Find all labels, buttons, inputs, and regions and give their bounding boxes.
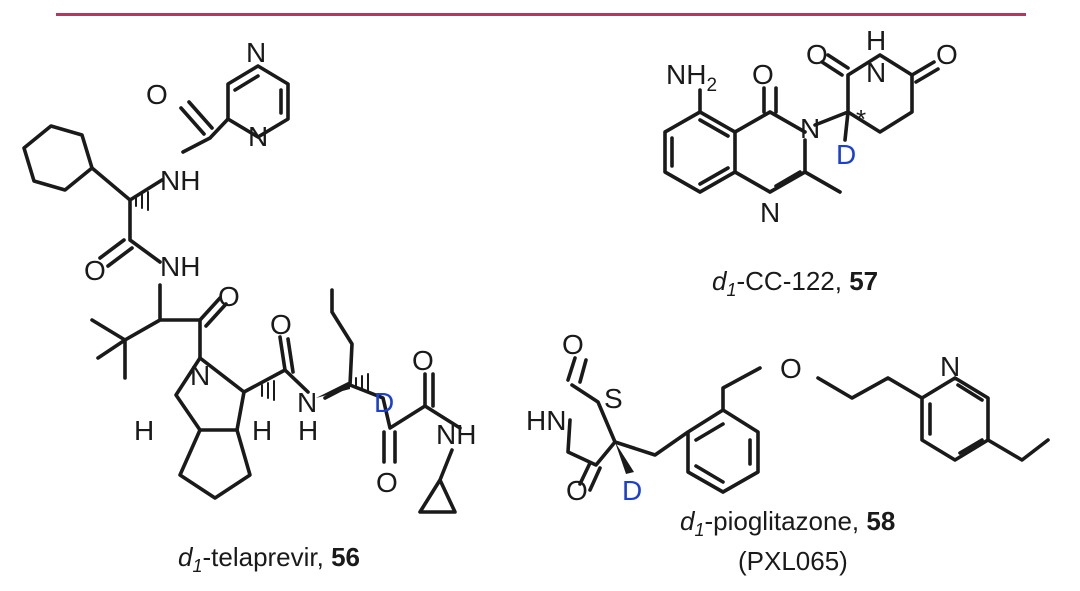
- label-subscript: 1: [694, 520, 704, 540]
- atom-o: O: [936, 39, 958, 70]
- structure-telaprevir: N N O NH O NH O N O N H H H D O O NH: [22, 37, 476, 514]
- compound-label-58: d1-pioglitazone, 58: [680, 506, 895, 540]
- label-subscript: 1: [192, 556, 202, 576]
- atom-hn: HN: [526, 405, 566, 436]
- label-number: 56: [331, 542, 360, 572]
- label-prefix: d: [178, 542, 194, 572]
- atom-d: D: [374, 387, 394, 418]
- compound-code-58: (PXL065): [738, 546, 848, 576]
- top-rule: [56, 13, 1026, 16]
- atom-o: O: [146, 79, 168, 110]
- atom-n: N: [940, 351, 960, 382]
- atom-d: D: [836, 139, 856, 170]
- label-name: -pioglitazone,: [704, 506, 866, 536]
- atom-o: O: [566, 475, 588, 506]
- atom-n: N: [248, 121, 268, 152]
- atom-nh: NH: [160, 251, 200, 282]
- atom-o: O: [562, 329, 584, 360]
- label-prefix: d: [712, 266, 728, 296]
- atom-n: N: [190, 360, 210, 391]
- atom-o: O: [806, 39, 828, 70]
- label-name: -CC-122,: [736, 266, 849, 296]
- atom-n: N: [760, 197, 780, 228]
- stereocenter-marker: *: [856, 104, 866, 134]
- atom-o: O: [84, 255, 106, 286]
- structure-pioglitazone: O HN S O D O N: [526, 329, 1050, 506]
- atom-d: D: [622, 475, 642, 506]
- atom-h: H: [134, 415, 154, 446]
- atom-h: H: [866, 25, 886, 56]
- atom-o: O: [412, 345, 434, 376]
- label-number: 58: [866, 506, 895, 536]
- atom-o: O: [270, 309, 292, 340]
- label-subscript: 1: [726, 280, 736, 300]
- label-number: 57: [849, 266, 878, 296]
- atom-nh: NH: [160, 165, 200, 196]
- atom-n: N: [866, 57, 886, 88]
- atom-o: O: [218, 281, 240, 312]
- atom-n: N: [246, 37, 266, 68]
- atom-n: N: [800, 113, 820, 144]
- compound-label-57: d1-CC-122, 57: [712, 266, 878, 300]
- atom-o: O: [752, 59, 774, 90]
- label-name: -telaprevir,: [202, 542, 331, 572]
- atom-n: N: [297, 387, 317, 418]
- compound-label-56: d1-telaprevir, 56: [178, 542, 360, 576]
- atom-h: H: [298, 415, 318, 446]
- atom-s: S: [604, 383, 623, 414]
- atom-h: H: [252, 415, 272, 446]
- atom-o: O: [376, 467, 398, 498]
- atom-nh: NH: [436, 419, 476, 450]
- atom-o: O: [780, 353, 802, 384]
- label-prefix: d: [680, 506, 696, 536]
- structure-cc122: NH2 O N N O H N O * D: [663, 25, 958, 228]
- atom-nh2: NH2: [666, 59, 717, 96]
